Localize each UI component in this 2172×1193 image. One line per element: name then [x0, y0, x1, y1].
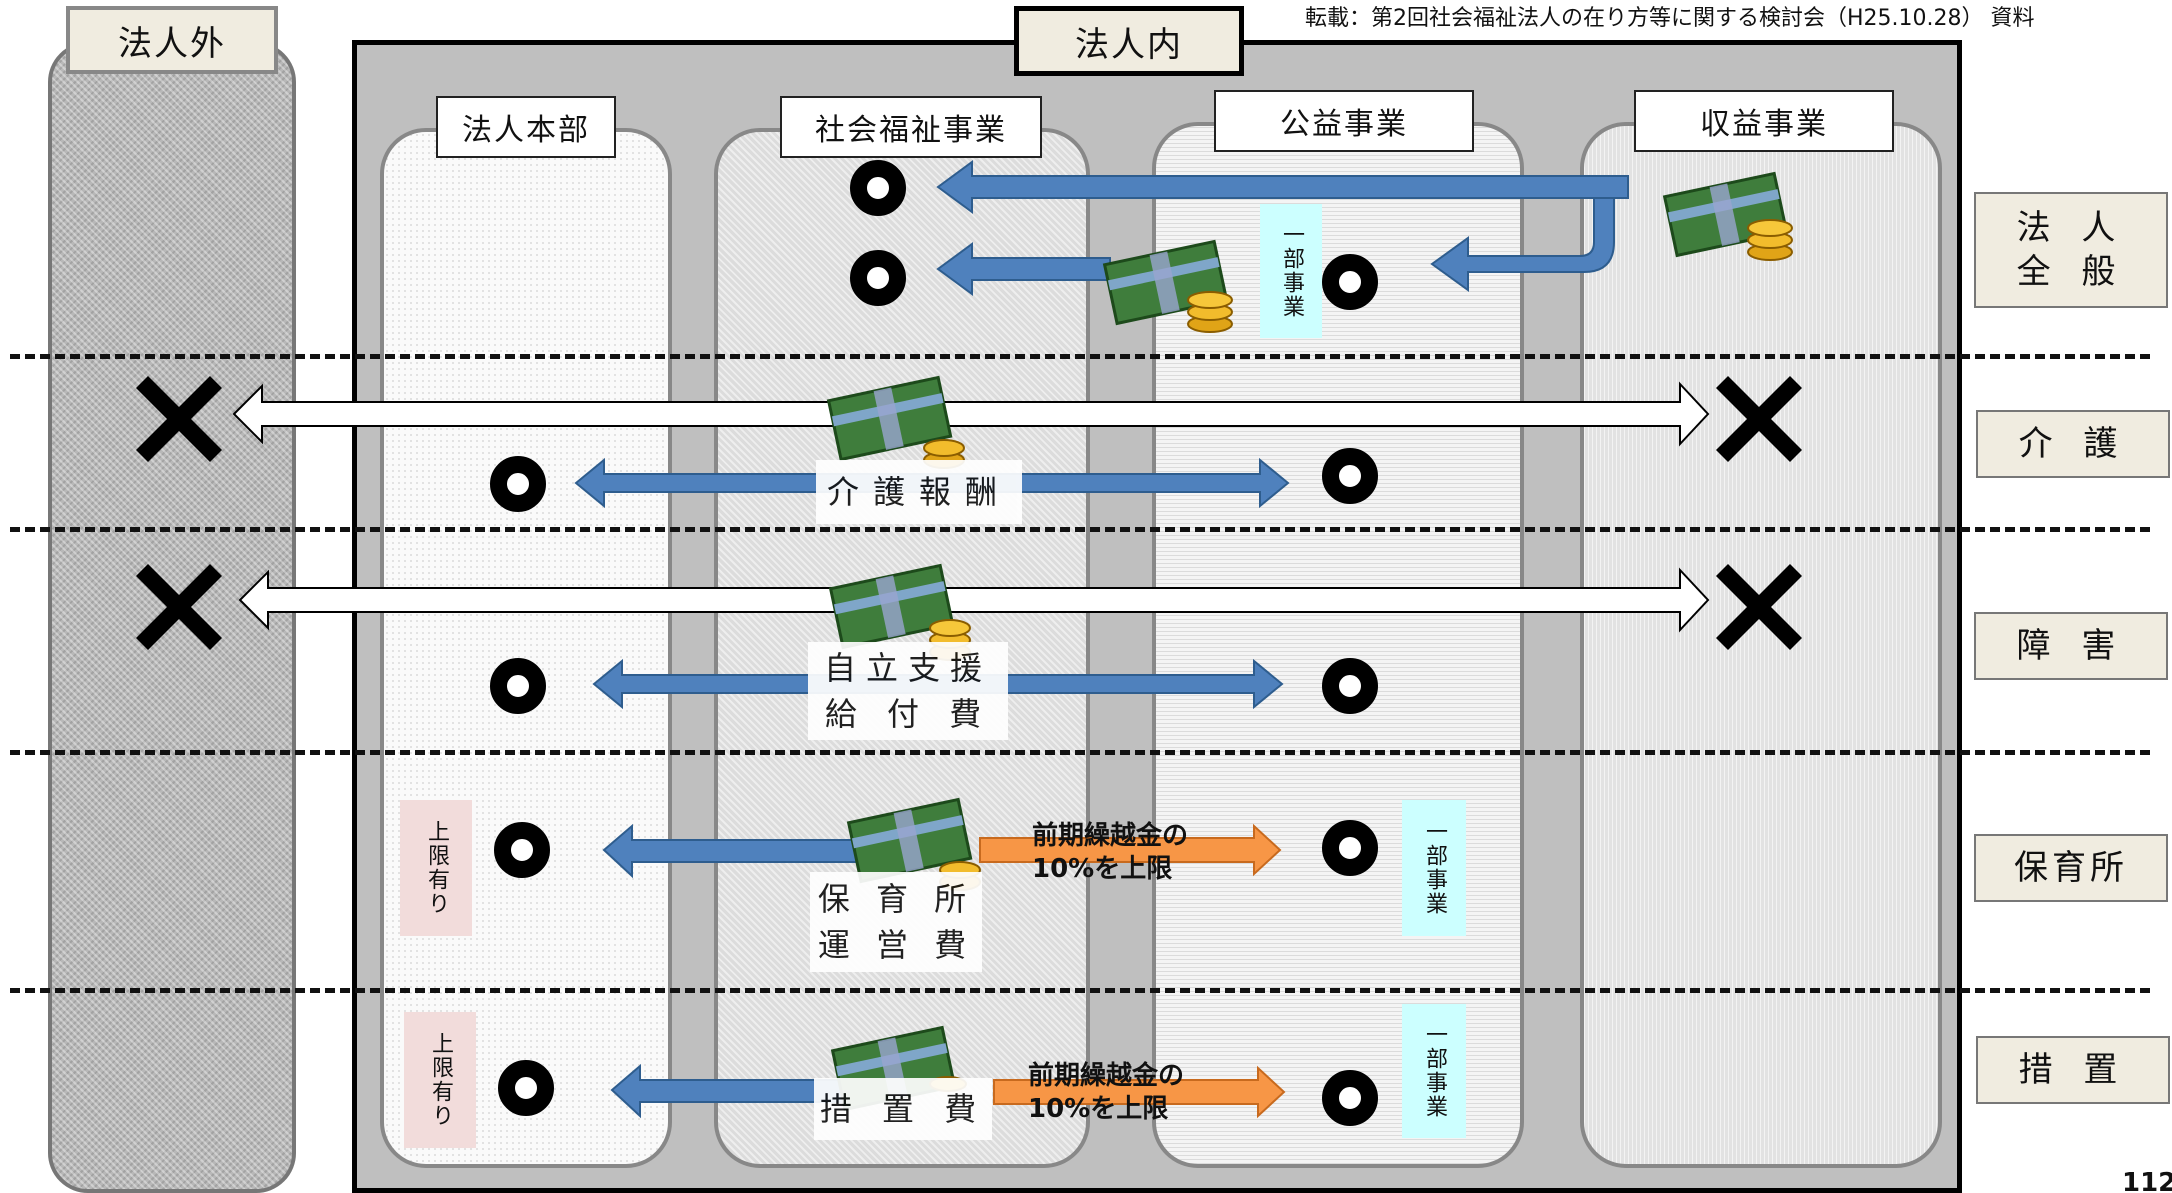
- tag-measure-fee: 措 置 費: [814, 1078, 992, 1140]
- tag-care-fee: 介護報酬: [816, 460, 1022, 524]
- money-bundle-icon: [826, 375, 965, 469]
- column-header-public-interest: 公益事業: [1214, 90, 1474, 152]
- ok-mark: [1322, 658, 1378, 714]
- arrow-disability-white: [238, 567, 1710, 633]
- tag-nursery-fee: 保 育 所 運 営 費: [810, 872, 982, 972]
- money-bundle-icon: [1662, 171, 1793, 261]
- ok-mark: [1322, 820, 1378, 876]
- category-care: 介 護: [1976, 410, 2170, 478]
- arrow-nursery-blue: [602, 823, 861, 879]
- row-separator: [10, 354, 2150, 359]
- lane-profit: [1580, 122, 1942, 1168]
- ng-mark: [136, 564, 222, 650]
- category-disability: 障 害: [1974, 612, 2168, 680]
- ok-mark: [490, 456, 546, 512]
- arrow-care-white: [232, 381, 1710, 447]
- ok-mark: [1322, 1070, 1378, 1126]
- ok-mark: [490, 658, 546, 714]
- note-carryover-nursery: 前期繰越金の 10%を上限: [1032, 821, 1189, 884]
- tag-partial-business: 一部事業: [1402, 800, 1466, 936]
- arrow-profit-to-social-welfare: [936, 160, 1629, 214]
- ok-mark: [1322, 254, 1378, 310]
- ng-mark: [1716, 376, 1802, 462]
- row-separator: [10, 988, 2150, 993]
- ok-mark: [1322, 448, 1378, 504]
- ok-mark: [498, 1060, 554, 1116]
- column-header-profit: 収益事業: [1634, 90, 1894, 152]
- ng-mark: [1716, 564, 1802, 650]
- money-bundle-icon: [1102, 239, 1233, 333]
- category-welfare-measure: 措 置: [1976, 1036, 2170, 1104]
- tag-partial-business: 一部事業: [1402, 1004, 1466, 1138]
- inside-label: 法人内: [1014, 6, 1244, 76]
- arrow-nursery-orange: [979, 823, 1282, 877]
- note-carryover-measure: 前期繰越金の 10%を上限: [1028, 1061, 1185, 1124]
- lane-hq: [380, 128, 672, 1168]
- tag-partial-business: 一部事業: [1260, 204, 1322, 338]
- page-number: 112: [2122, 1168, 2172, 1193]
- column-header-hq: 法人本部: [436, 96, 616, 158]
- tag-upper-limit: 上限有り: [404, 1012, 476, 1148]
- ok-mark: [494, 822, 550, 878]
- arrow-measure-orange: [993, 1065, 1286, 1119]
- source-note: 転載：第2回社会福祉法人の在り方等に関する検討会（H25.10.28） 資料: [1305, 6, 2035, 31]
- category-general: 法 人 全 般: [1974, 192, 2168, 308]
- arrow-public-to-social-welfare: [936, 242, 1111, 296]
- column-header-social-welfare: 社会福祉事業: [780, 96, 1042, 158]
- tag-independence-support: 自立支援 給 付 費: [808, 642, 1008, 740]
- category-nursery: 保育所: [1974, 834, 2168, 902]
- row-separator: [10, 527, 2150, 532]
- outside-label: 法人外: [66, 6, 278, 74]
- ok-mark: [850, 250, 906, 306]
- ng-mark: [136, 376, 222, 462]
- ok-mark: [850, 160, 906, 216]
- tag-upper-limit: 上限有り: [400, 800, 472, 936]
- arrow-profit-to-public-interest: [1430, 197, 1615, 292]
- row-separator: [10, 750, 2150, 755]
